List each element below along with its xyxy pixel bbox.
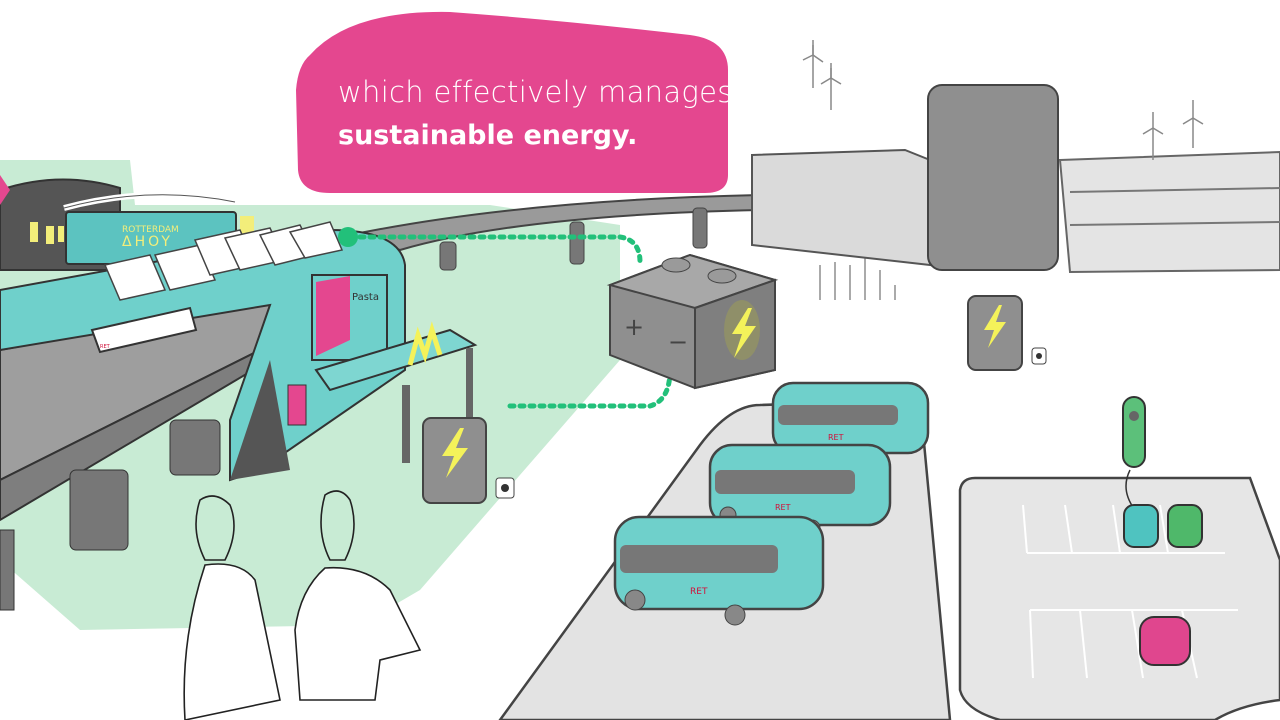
caption-line-1: which effectively manages (338, 75, 733, 109)
caption-bubble (296, 11, 728, 194)
people-characters (183, 490, 422, 720)
electric-bus: RET (771, 381, 930, 455)
bus-logo: RET (775, 503, 791, 512)
venue-sign-line2: ΔHOY (122, 234, 173, 250)
metro-station: RET Pasta (0, 228, 478, 482)
parking-lot (958, 396, 1280, 720)
wind-turbines (802, 40, 1204, 160)
buildings (751, 84, 1280, 274)
venue-sign-line1: ROTTERDAM (122, 225, 179, 235)
energy-node (338, 227, 358, 247)
battery-minus: − (668, 328, 688, 356)
charging-unit-right (967, 295, 1047, 371)
metro-train: RET (90, 306, 198, 354)
bus-logo: RET (690, 587, 708, 597)
ahoy-arena: ROTTERDAM ΔHOY (0, 175, 254, 271)
crowd (819, 258, 896, 300)
bus-logo: RET (828, 433, 844, 442)
lightning-bolt-icon (984, 305, 1006, 348)
svg-text:RET: RET (100, 344, 111, 350)
charging-unit-left (422, 417, 515, 504)
car-pink (1139, 616, 1191, 666)
battery-plus: + (624, 313, 644, 341)
caption-text: which effectively manages sustainable en… (338, 70, 733, 158)
lightning-bolt-icon (732, 308, 756, 358)
car-teal (1123, 504, 1159, 548)
car-green (1167, 504, 1203, 548)
lightning-bolt-icon (442, 428, 468, 478)
elevated-track (0, 193, 761, 611)
electric-bus: RET (613, 515, 825, 626)
poster-pasta-text: Pasta (352, 292, 379, 303)
energy-flow-line-top (357, 234, 643, 265)
ev-charging-post (1122, 396, 1146, 468)
battery: + − (606, 253, 779, 390)
solar-panels (103, 221, 344, 301)
caption-line-2: sustainable energy. (338, 120, 638, 151)
